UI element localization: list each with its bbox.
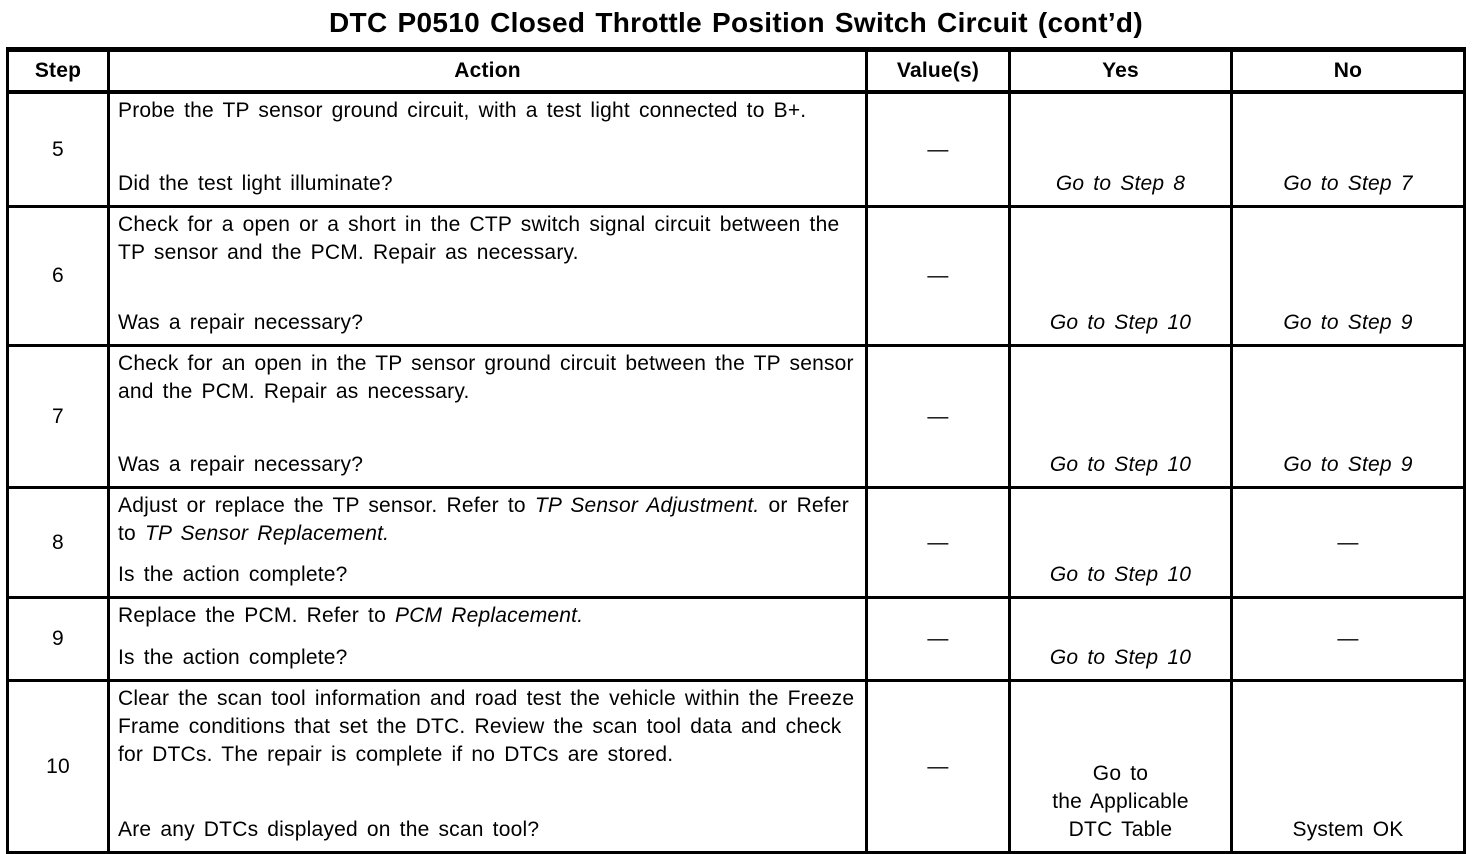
step-cell: 9: [9, 599, 110, 682]
question-text: Is the action complete?: [118, 646, 348, 669]
yes-cell: Go to Step 10: [1011, 599, 1233, 682]
yes-cell: Go to the Applicable DTC Table: [1011, 682, 1233, 851]
value-cell: —: [868, 682, 1011, 851]
header-cell-action: Action: [110, 52, 868, 94]
action-cell: Adjust or replace the TP sensor. Refer t…: [110, 489, 868, 599]
value-cell: —: [868, 347, 1011, 489]
step-cell: 10: [9, 682, 110, 851]
value-cell: —: [868, 489, 1011, 599]
no-cell: Go to Step 9: [1233, 208, 1463, 347]
question-text: Is the action complete?: [118, 563, 348, 586]
step-cell: 7: [9, 347, 110, 489]
no-cell: —: [1233, 599, 1463, 682]
action-cell: Probe the TP sensor ground circuit, with…: [110, 94, 868, 208]
yes-cell: Go to Step 10: [1011, 208, 1233, 347]
action-cell: Check for a open or a short in the CTP s…: [110, 208, 868, 347]
action-cell: Clear the scan tool information and road…: [110, 682, 868, 851]
no-cell: —: [1233, 489, 1463, 599]
question-text: Did the test light illuminate?: [118, 172, 393, 195]
action-text: Check for an open in the TP sensor groun…: [118, 352, 854, 403]
action-text: Probe the TP sensor ground circuit, with…: [118, 99, 807, 122]
header-cell-no: No: [1233, 52, 1463, 94]
value-cell: —: [868, 599, 1011, 682]
action-cell: Check for an open in the TP sensor groun…: [110, 347, 868, 489]
question-text: Are any DTCs displayed on the scan tool?: [118, 818, 540, 841]
step-cell: 5: [9, 94, 110, 208]
yes-cell: Go to Step 10: [1011, 489, 1233, 599]
header-cell-values: Value(s): [868, 52, 1011, 94]
page-title: DTC P0510 Closed Throttle Position Switc…: [329, 7, 1143, 38]
step-cell: 6: [9, 208, 110, 347]
no-cell: Go to Step 7: [1233, 94, 1463, 208]
yes-cell: Go to Step 10: [1011, 347, 1233, 489]
yes-cell: Go to Step 8: [1011, 94, 1233, 208]
action-text: Clear the scan tool information and road…: [118, 687, 855, 766]
header-cell-step: Step: [9, 52, 110, 94]
no-cell: Go to Step 9: [1233, 347, 1463, 489]
value-cell: —: [868, 208, 1011, 347]
step-cell: 8: [9, 489, 110, 599]
header-cell-yes: Yes: [1011, 52, 1233, 94]
action-text: Adjust or replace the TP sensor. Refer t…: [118, 494, 849, 545]
action-text: Check for a open or a short in the CTP s…: [118, 213, 840, 264]
value-cell: —: [868, 94, 1011, 208]
question-text: Was a repair necessary?: [118, 453, 364, 476]
no-cell: System OK: [1292, 818, 1404, 841]
action-cell: Replace the PCM. Refer to PCM Replacemen…: [110, 599, 868, 682]
dtc-table: Step Action Value(s) Yes No 5 Probe the …: [6, 47, 1466, 854]
action-text: Replace the PCM. Refer to PCM Replacemen…: [118, 604, 584, 627]
question-text: Was a repair necessary?: [118, 311, 364, 334]
